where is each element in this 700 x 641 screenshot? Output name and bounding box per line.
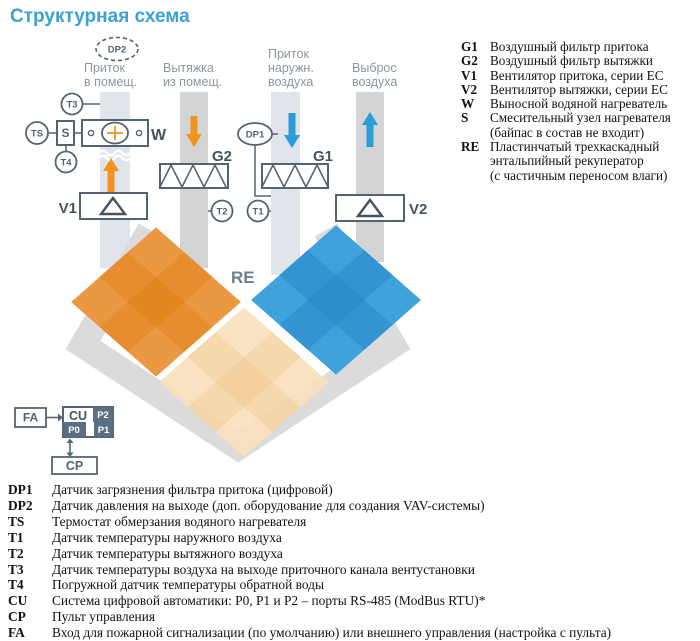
fan-v1-label: V1 xyxy=(59,200,77,217)
sensor-t1: T1 xyxy=(246,199,270,223)
cu-cp-double-arrow xyxy=(66,438,74,457)
column-label-outdoor-intake: Приток наружн. воздуха xyxy=(268,47,314,89)
filter-zigzag-icon xyxy=(261,163,329,189)
svg-text:P2: P2 xyxy=(97,410,109,421)
port-p1 xyxy=(94,422,113,437)
sensor-ts: TS xyxy=(25,121,49,145)
svg-text:P1: P1 xyxy=(98,425,110,436)
flow-arrow-intake-down xyxy=(284,113,300,148)
filter-zigzag-icon xyxy=(159,163,227,189)
heater-port-left xyxy=(87,129,95,137)
svg-text:CP: CP xyxy=(66,459,83,473)
sensor-dp1: DP1 xyxy=(237,122,273,146)
svg-text:DP2: DP2 xyxy=(108,45,126,56)
column-label-supply-room: Приток в помещ. xyxy=(84,61,138,89)
sensor-t2: T2 xyxy=(210,199,234,223)
svg-text:T2: T2 xyxy=(216,207,227,218)
svg-text:FA: FA xyxy=(23,411,39,425)
heater-port-right xyxy=(135,129,143,137)
recuperator-exhaust-cell xyxy=(71,227,241,377)
filter-g1: G1 xyxy=(261,148,333,189)
sensors: T3 TS T4 T2 T1 DP1 xyxy=(25,36,273,223)
svg-text:DP1: DP1 xyxy=(246,130,265,141)
control-panel-cp: CP xyxy=(51,456,98,475)
filter-g2: G2 xyxy=(159,148,232,189)
duct-supply-to-room xyxy=(100,92,130,268)
column-label-exhaust-room: Вытяжка из помещ. xyxy=(163,61,223,89)
control-unit-cu: CU P2 P0 P1 xyxy=(62,406,114,438)
fan-v1: V1 xyxy=(59,192,148,220)
svg-text:T4: T4 xyxy=(60,158,72,169)
port-p0 xyxy=(63,422,86,437)
fan-v2: V2 xyxy=(335,194,427,222)
fan-triangle-icon xyxy=(355,198,385,218)
flow-arrow-discharge-up xyxy=(362,112,378,147)
flow-arrow-supply-up xyxy=(103,158,119,193)
fan-triangle-icon xyxy=(98,196,128,216)
fire-alarm-fa: FA xyxy=(14,407,47,428)
svg-text:P0: P0 xyxy=(68,425,80,436)
filter-g2-label: G2 xyxy=(212,148,232,165)
duct-break-wavy xyxy=(98,149,132,162)
page-title: Структурная схема xyxy=(10,6,190,27)
filter-g1-label: G1 xyxy=(313,148,333,165)
fa-to-cu-arrowhead xyxy=(58,413,63,422)
port-p2 xyxy=(93,407,113,422)
fan-v2-label: V2 xyxy=(409,201,427,218)
svg-text:T3: T3 xyxy=(66,100,77,111)
svg-text:S: S xyxy=(61,126,69,140)
heater-w: W xyxy=(81,119,167,147)
mixing-node-s: S xyxy=(56,120,75,146)
flow-arrows xyxy=(103,112,378,193)
sensor-t4: T4 xyxy=(54,150,78,174)
svg-text:T1: T1 xyxy=(252,207,264,218)
recuperator-label: RE xyxy=(231,268,255,287)
svg-text:TS: TS xyxy=(31,129,43,140)
connector-lines xyxy=(48,103,278,212)
cu-label: CU xyxy=(69,409,87,423)
sensor-t3: T3 xyxy=(60,92,84,116)
sensor-dp2: DP2 xyxy=(95,36,139,62)
column-label-discharge: Выброс воздуха xyxy=(352,61,398,89)
control-cluster: FA CU P2 P0 P1 CP xyxy=(14,406,114,475)
heater-label: W xyxy=(151,127,167,144)
flow-arrow-exhaust-down xyxy=(186,116,202,147)
